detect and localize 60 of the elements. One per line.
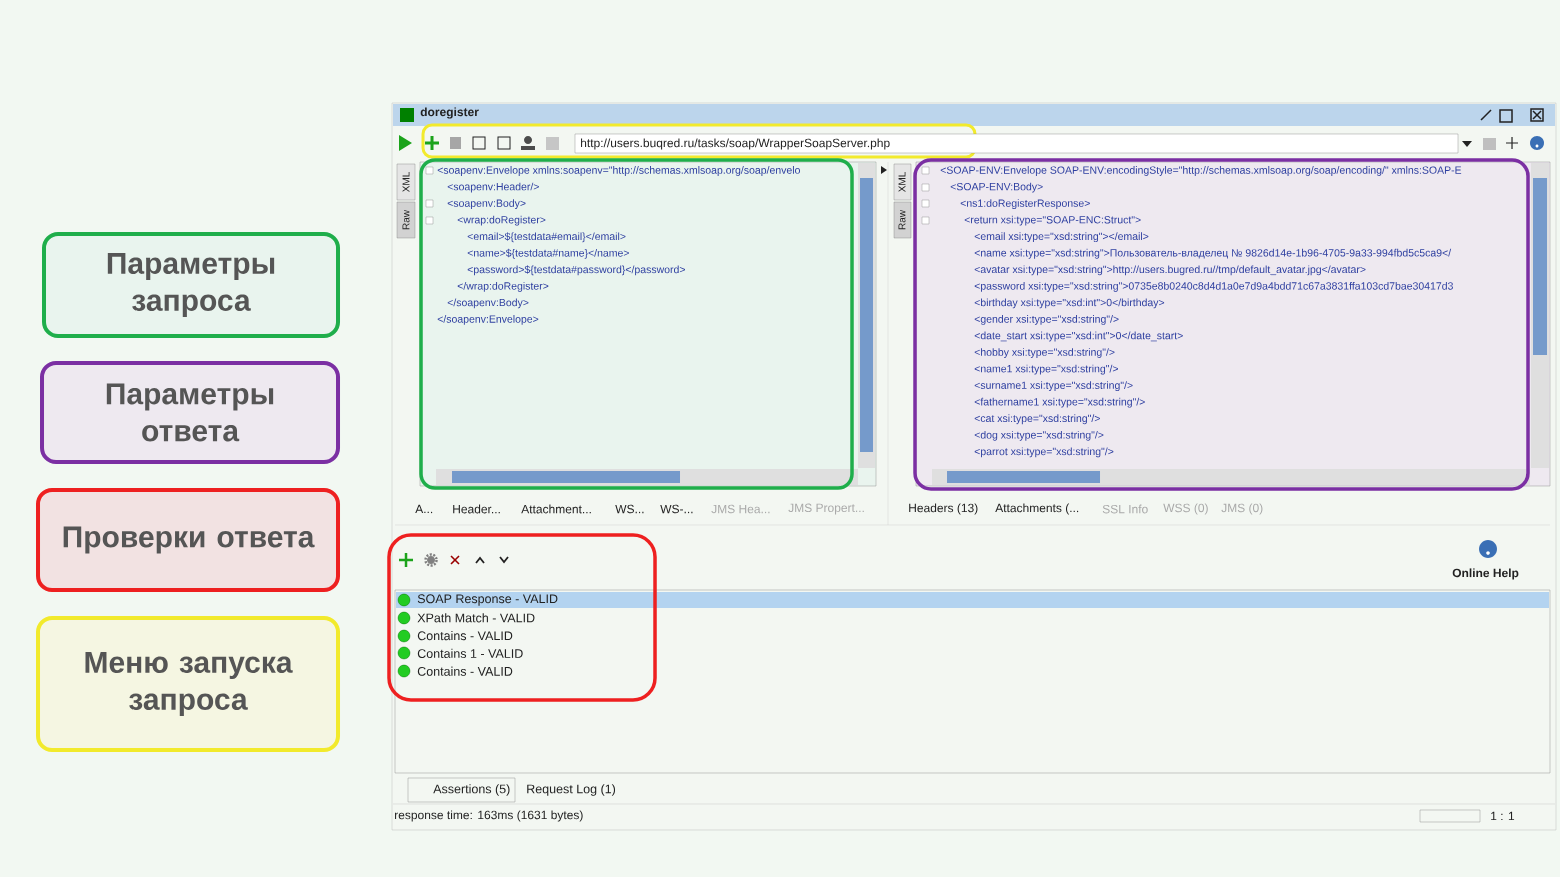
side-tab-label: Raw bbox=[402, 209, 410, 230]
code-line: <surname1 xsi:type="xsd:string"/> bbox=[974, 381, 1133, 392]
code-line: <name1 xsi:type="xsd:string"/> bbox=[974, 364, 1118, 375]
tab-label: Headers (13) bbox=[909, 503, 978, 515]
code-line: <return xsi:type="SOAP-ENC:Struct"> bbox=[964, 215, 1141, 226]
tab-label: Header... bbox=[453, 504, 500, 514]
code-line: <soapenv:Body> bbox=[447, 199, 526, 209]
code-line: <name xsi:type="xsd:string">Пользователь-владелец № 9826d14e-1b96-4705-9a33-994fbd5c5ca9</ bbox=[974, 248, 1452, 259]
code-line: <parrot xsi:type="xsd:string"/> bbox=[974, 447, 1114, 458]
side-tab-label: Raw bbox=[898, 209, 906, 230]
code-line: <email>${testdata#email}</email> bbox=[467, 232, 626, 243]
code-line: <birthday xsi:type="xsd:int">0</birthday> bbox=[974, 298, 1165, 309]
code-line: <ns1:doRegisterResponse> bbox=[960, 199, 1090, 209]
tab-label: A... bbox=[415, 504, 433, 514]
label-box: Меню запуска запроса bbox=[36, 616, 340, 752]
code-line: </soapenv:Body> bbox=[447, 298, 529, 309]
code-line: <hobby xsi:type="xsd:string"/> bbox=[974, 348, 1115, 358]
code-line: <gender xsi:type="xsd:string"/> bbox=[974, 315, 1119, 325]
code-line: <SOAP-ENV:Body> bbox=[950, 182, 1043, 193]
assertion-row: Contains - VALID bbox=[417, 666, 513, 676]
tab-label: WS... bbox=[615, 504, 644, 514]
tab-label: Attachments (... bbox=[995, 503, 1079, 515]
url-field: http://users.buqred.ru/tasks/soap/WrapperSoapServer.php bbox=[574, 133, 1459, 154]
status-text: response time: 163ms (1631 bytes) bbox=[395, 810, 583, 822]
assertion-row: XPath Match - VALID bbox=[417, 613, 535, 623]
code-line: <cat xsi:type="xsd:string"/> bbox=[974, 414, 1100, 425]
code-line: <password>${testdata#password}</password> bbox=[467, 265, 685, 276]
tab-label: SSL Info bbox=[1102, 504, 1148, 514]
code-line: <name>${testdata#name}</name> bbox=[467, 248, 629, 259]
code-line: <password xsi:type="xsd:string">0735e8b0240c8d4d1a0e7d9a4bdd71c67a3831ffa103cd7bae30417d3 bbox=[974, 281, 1453, 292]
tab-label: Request Log (1) bbox=[527, 784, 616, 796]
side-tab-label: XML bbox=[402, 172, 410, 193]
help-label: Online Help bbox=[1452, 568, 1519, 580]
code-line: <SOAP-ENV:Envelope SOAP-ENV:encodingStyle="http://schemas.xmlsoap.org/soap/encoding/" xmlns:SOAP-E bbox=[940, 166, 1462, 176]
label-box: Параметры ответа bbox=[40, 361, 340, 464]
label-box: Параметры запроса bbox=[42, 232, 340, 338]
code-line: <fathername1 xsi:type="xsd:string"/> bbox=[974, 397, 1145, 408]
tab-label: WSS (0) bbox=[1163, 503, 1208, 515]
status-text: 1 : 1 bbox=[1491, 811, 1515, 821]
code-line: <wrap:doRegister> bbox=[457, 215, 546, 226]
tab-label: JMS Hea... bbox=[711, 504, 770, 514]
code-line: <soapenv:Envelope xmlns:soapenv="http://schemas.xmlsoap.org/soap/envelo bbox=[437, 166, 800, 176]
tab: Assertions (5) bbox=[407, 777, 516, 803]
code-line: <soapenv:Header/> bbox=[447, 182, 539, 193]
code-line: <email xsi:type="xsd:string"></email> bbox=[974, 232, 1149, 243]
tab-label: WS-... bbox=[660, 504, 693, 514]
code-line: <date_start xsi:type="xsd:int">0</date_start> bbox=[974, 331, 1183, 342]
code-line: </soapenv:Envelope> bbox=[437, 315, 539, 325]
tab-label: JMS (0) bbox=[1221, 503, 1263, 515]
side-tab-label: XML bbox=[898, 172, 906, 193]
code-line: <dog xsi:type="xsd:string"/> bbox=[974, 430, 1104, 441]
assertion-row: Contains 1 - VALID bbox=[417, 648, 523, 658]
assertion-row: SOAP Response - VALID bbox=[417, 594, 558, 606]
tab-label: Attachment... bbox=[521, 504, 591, 514]
assertion-row: Contains - VALID bbox=[417, 631, 513, 641]
code-line: </wrap:doRegister> bbox=[457, 281, 549, 292]
window-title: doregister bbox=[420, 107, 479, 119]
tab-label: JMS Propert... bbox=[788, 503, 864, 515]
code-line: <avatar xsi:type="xsd:string">http://users.bugred.ru//tmp/default_avatar.jpg</avatar> bbox=[974, 265, 1366, 276]
label-box: Проверки ответа bbox=[36, 488, 340, 592]
